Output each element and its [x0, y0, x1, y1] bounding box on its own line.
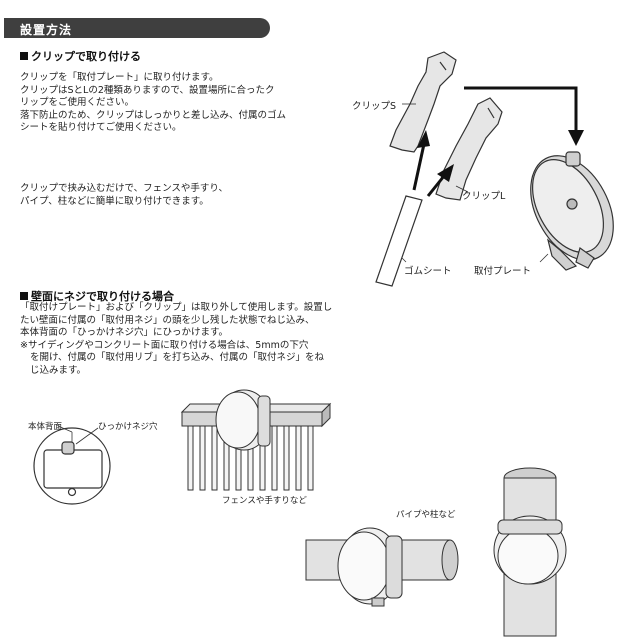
text-line: リップをご使用ください。: [20, 97, 135, 108]
body-back-label: 本体背面: [28, 422, 63, 432]
clip-paragraph-1: クリップを「取付プレート」に取り付けます。 クリップはSとLの2種類ありますので…: [20, 72, 286, 135]
text-line: パイプ、柱などに簡単に取り付けできます。: [20, 195, 209, 207]
square-bullet-icon: [20, 52, 28, 60]
text-line: 落下防止のため、クリップはしっかりと差し込み、付属のゴム: [20, 109, 287, 121]
rubber-sheet-label: ゴムシート: [404, 266, 452, 277]
screw-paragraph: 「取付けプレート」および「クリップ」は取り外して使用します。設置し たい壁面に付…: [20, 302, 332, 377]
rubber-sheet-illustration: [375, 195, 423, 287]
clip-section-title: クリップで取り付ける: [20, 48, 141, 64]
mounting-plate-illustration: [530, 151, 614, 271]
clip-section-title-text: クリップで取り付ける: [31, 50, 141, 63]
clip-s-illustration: [389, 51, 457, 153]
clip-paragraph-2: クリップで挟み込むだけで、フェンスや手すり、 パイプ、柱などに簡単に取り付けでき…: [20, 183, 228, 208]
pipe-caption: パイプや柱など: [396, 510, 456, 520]
mounting-plate-label: 取付プレート: [474, 266, 532, 277]
text-line: を開け、付属の「取付用リブ」を打ち込み、付属の「取付ネジ」をね: [30, 352, 325, 363]
text-line: シートを貼り付けてご使用ください。: [20, 122, 182, 133]
text-line: クリップで挟み込むだけで、フェンスや手すり、: [20, 183, 229, 194]
text-line: ※サイディングやコンクリート面に取り付ける場合は、5mmの下穴: [20, 339, 309, 351]
text-line: たい壁面に付属の「取付用ネジ」の頭を少し残した状態でねじ込み、: [20, 314, 315, 326]
clip-l-illustration: [435, 97, 503, 201]
text-line: 「取付けプレート」および「クリップ」は取り外して使用します。設置し: [20, 302, 333, 313]
screw-section-title-text: 壁面にネジで取り付ける場合: [31, 290, 174, 303]
clip-s-label: クリップS: [352, 101, 397, 112]
screw-section-title: 壁面にネジで取り付ける場合: [20, 288, 174, 304]
hook-hole-label: ひっかけネジ穴: [98, 422, 158, 432]
fence-caption: フェンスや手すりなど: [222, 496, 307, 506]
text-line: クリップを「取付プレート」に取り付けます。: [20, 72, 219, 83]
section-header-title: 設置方法: [20, 23, 73, 37]
arrow-right-down-icon: [464, 86, 584, 146]
text-line: じ込みます。: [30, 364, 87, 376]
arrow-diagonal-icon: [426, 164, 454, 197]
arrow-up-icon: [412, 130, 430, 191]
text-line: クリップはSとLの2種類ありますので、設置場所に合ったク: [20, 84, 275, 96]
square-bullet-icon: [20, 292, 28, 300]
section-header-bar: [4, 18, 270, 38]
clip-l-label: クリップL: [462, 191, 506, 202]
text-line: 本体背面の「ひっかけネジ穴」にひっかけます。: [20, 327, 229, 338]
leader-lines: [401, 103, 549, 263]
